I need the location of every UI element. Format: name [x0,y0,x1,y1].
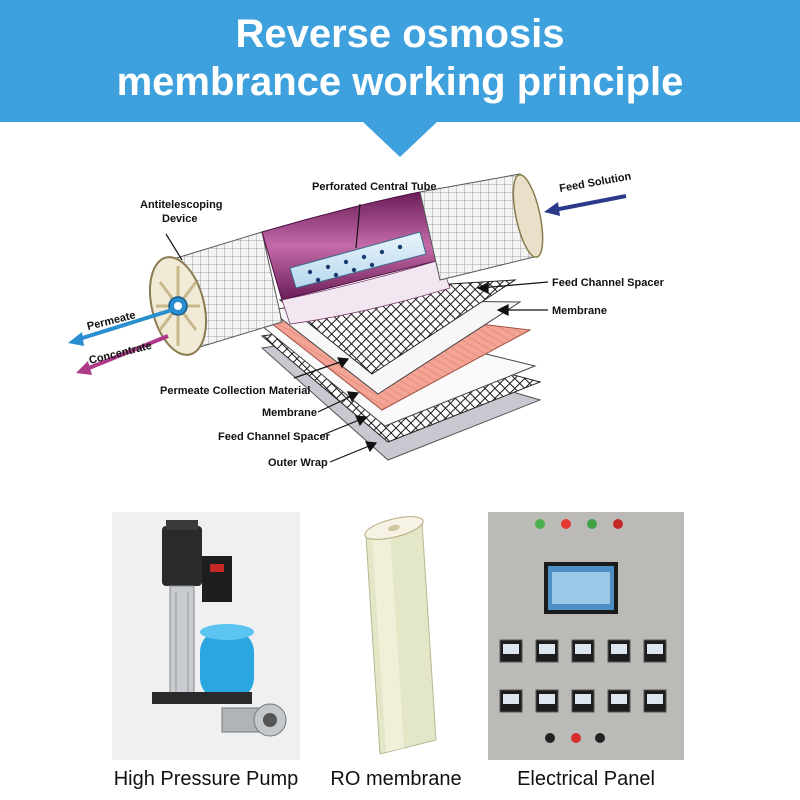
label-perforated-central-tube: Perforated Central Tube [312,181,437,193]
label-feed-channel-spacer-bottom: Feed Channel Spacer [218,431,331,443]
label-antitelescoping: Antitelescoping [140,199,223,211]
label-outer-wrap: Outer Wrap [268,457,328,469]
page-title-line2: membrance working principle [116,60,684,104]
label-membrane-bottom: Membrane [262,407,317,419]
high-pressure-pump-photo [112,512,300,760]
page-title: Reverse osmosis membrance working princi… [0,10,800,106]
label-antitelescoping-device: Device [162,213,197,225]
header-banner: Reverse osmosis membrance working princi… [0,0,800,122]
label-feed-solution: Feed Solution [558,170,632,194]
label-membrane-top: Membrane [552,305,607,317]
header-pointer [362,121,438,157]
caption-high-pressure-pump: High Pressure Pump [113,768,299,790]
caption-electrical-panel: Electrical Panel [517,768,655,790]
label-feed-channel-spacer-top: Feed Channel Spacer [552,277,665,289]
feed-solution-arrow [544,194,627,216]
label-concentrate: Concentrate [88,340,153,367]
ro-membrane-photo [332,512,460,760]
membrane-element-body [149,173,544,356]
label-permeate-collection-material: Permeate Collection Material [160,385,310,397]
ro-membrane-diagram: Antitelescoping Device Perforated Centra… [0,160,800,500]
caption-ro-membrane: RO membrane [330,768,462,790]
page-title-line1: Reverse osmosis [235,12,565,56]
electrical-panel-photo [488,512,684,760]
permeate-arrow [68,308,173,346]
concentrate-arrow [76,334,169,375]
